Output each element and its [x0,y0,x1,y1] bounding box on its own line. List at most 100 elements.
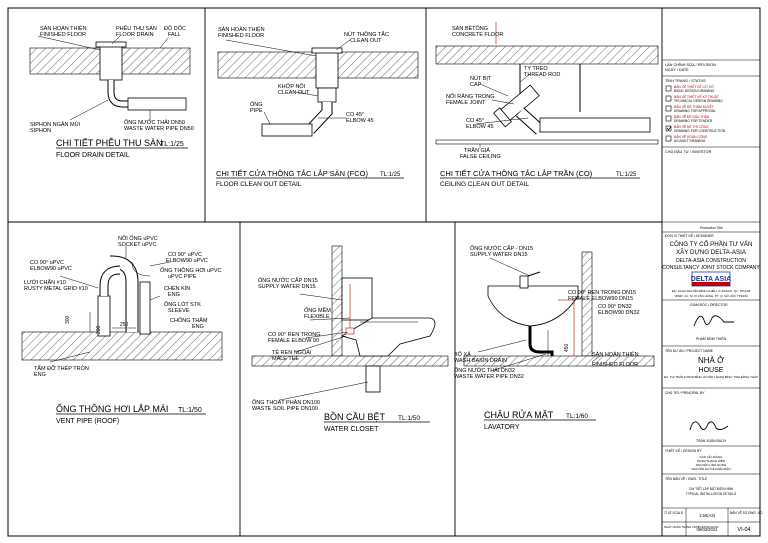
detail-lavatory: 450 ỐNG NƯỚC CẤP - DN15 SUPPLY WATER DN1… [454,245,655,431]
tb-design-label: THIẾT KẾ / DESIGN BY [665,448,702,453]
d5-te-en: MALE TEE [272,356,299,362]
d2-scale: TL:1/25 [380,172,401,178]
d1-waste-en: WASTE WATER PIPE DN50 [124,126,194,132]
d4-round-en: ENG [34,372,46,378]
tb-company-vn-1: CÔNG TY CỔ PHẦN TƯ VẤN [670,241,753,248]
svg-text:DRAWING FOR TENDER: DRAWING FOR TENDER [674,119,713,123]
d3-rod-vn: TY TREO [524,66,548,72]
d6-xa-en: WASH BASIN DRAIN [454,358,507,364]
tb-designer-1: CAO LÊ HOÀNG [700,454,724,459]
tb-revision-label: LẦN CHỈNH SỬA / REVISION [665,62,716,67]
d1-finish-vn: SÀN HOÀN THIỆN [40,24,87,32]
status-row: BẢN VẼ THIẾT KẾ CƠ SỞ BASIC DESIGN DRAWI… [665,84,715,93]
d2-title: CHI TIẾT CỬA THÔNG TẮC LẮP SÀN (FCO) [216,168,368,178]
d3-ceil-en: FALSE CEILING [460,154,501,160]
tb-dwg-no-label: BẢN VẼ SỐ DWG. NO [730,510,763,515]
d5-soil-en: WASTE SOIL PIPE DN100 [252,406,318,412]
d4-co90b-en: ELBOW90 uPVC [166,258,208,264]
d4-vent-vn: ỐNG THÔNG HƠI uPVC [160,267,221,274]
status-row: BẢN VẼ ĐỂ ĐẤU THẦU DRAWING FOR TENDER [665,114,713,123]
d4-grid-vn: LƯỚI CHẮN #10 [24,278,66,286]
d1-siphon-vn: SIPHON NGĂN MÙI [30,121,81,128]
d4-co90b-vn: CO 90° uPVC [168,252,202,258]
d4-eng2-en: ENG [192,324,204,330]
d4-title: ỐNG THÔNG HƠI LẮP MÁI [56,403,168,414]
tb-project-en: HOUSE [699,367,724,374]
d1-title: CHI TIẾT PHỄU THU SÀN [56,137,163,148]
d6-waste-en: WASTE WATER PIPE DN32 [454,374,524,380]
svg-text:BẢN VẼ ĐỂ THẨM DUYỆT: BẢN VẼ ĐỂ THẨM DUYỆT [674,104,714,109]
status-row: BẢN VẼ THIẾT KẾ KỸ THUẬT TECHNICAL DESIG… [665,94,723,103]
tb-sheet-no: VI-04 [737,527,750,533]
d4-dim-c: 200 [96,325,102,334]
d4-dim-b: 250 [120,322,129,328]
d3-rod-en: THREAD ROD [524,72,560,78]
d6-xa-vn: BỘ XẢ [454,351,471,358]
svg-text:BASIC DESIGN DRAWING: BASIC DESIGN DRAWING [674,89,715,93]
d6-waste-vn: ỐNG NƯỚC THẢI DN32 [454,367,515,374]
principal-signature [689,421,729,431]
d1-drain-en: FLOOR DRAIN [116,32,154,38]
svg-text:BẢN VẼ ĐỂ THI CÔNG: BẢN VẼ ĐỂ THI CÔNG [674,124,709,129]
d3-fem-en: FEMALE JOINT [446,100,486,106]
tb-investor-label: CHỦ ĐẦU TƯ / INVESTOR [665,149,712,154]
director-signature [693,315,734,327]
d5-scale: TL:1/50 [398,415,420,422]
detail-floor-clean-out: SÀN HOÀN THIỆN FINISHED FLOOR NÚT THÔNG … [216,25,419,188]
d2-elbow-en: ELBOW 45 [346,118,374,124]
d4-socket-vn: NỐI ỐNG uPVC [118,235,158,242]
tb-company-en-1: DELTA-ASIA CONSTRUCTION [676,258,746,264]
d6-finish-vn: SÀN HOÀN THIỆN [592,350,639,358]
d4-sleeve-vn: ỐNG LÓT STK [164,301,201,308]
d2-elbow-vn: CO 45° [346,112,364,118]
tb-date-done: 09/03/2021 [697,527,719,532]
tb-date-label: NGÀY / DATE [665,68,689,72]
svg-text:BẢN VẼ THIẾT KẾ CƠ SỞ: BẢN VẼ THIẾT KẾ CƠ SỞ [674,84,714,89]
svg-text:BẢN VẼ HOÀN CÔNG: BẢN VẼ HOÀN CÔNG [674,134,708,139]
company-logo: DELTA ASIA [691,271,731,287]
d3-elbow-vn: CO 45° [466,118,484,124]
d3-fem-vn: NỐI RĂNG TRONG [446,93,495,100]
svg-text:TECHNICAL DESIGN DRAWING: TECHNICAL DESIGN DRAWING [674,99,723,103]
d4-round-vn: TẤM ĐỠ THÉP TRÒN [34,365,89,372]
d5-title: BỒN CẦU BỆT [324,411,386,422]
tb-director-name: PHẠM ĐÌNH THIÊN [696,336,727,341]
d6-subtitle: LAVATORY [484,424,520,431]
d6-co90-vn: CO 90° REN TRONG DN15 [568,290,636,296]
d6-co90-en: FEMALE ELBOW90 DN15 [568,296,633,302]
tb-address-2: VPĐD: 14, TẠ VI VĂN HÀNH, P7, Q. GÒ VẤP,… [674,293,748,298]
tb-drawing-title-1: CHI TIẾT LẮP ĐẶT ĐIỂN HÌNH [689,486,734,491]
d4-co90a-en: ELBOW90 uPVC [30,266,72,272]
tb-drawing-title-2: TYPICAL INSTALLATION DETAILS [686,492,736,496]
title-block: LẦN CHỈNH SỬA / REVISION NGÀY / DATE TÌN… [662,59,763,536]
d5-flex-vn: ỐNG MỀM [304,307,331,314]
detail-vent-pipe: 300 250 200 NỐI ỐNG uPVC SOCKET uPVC CO … [21,235,223,425]
d6-finish-en: FINISHED FLOOR [592,362,638,368]
d2-co-vn: NÚT THÔNG TẮC [344,30,389,38]
detail-floor-drain: SÀN HOÀN THIỆN FINISHED FLOOR PHỄU THU S… [29,24,194,159]
d5-te-vn: TÊ REN NGOÀI [272,348,312,356]
d6-dim: 450 [564,343,570,352]
d6-supply-vn: ỐNG NƯỚC CẤP - DN15 [470,245,533,252]
d2-finish-vn: SÀN HOÀN THIỆN [218,25,265,33]
detail-water-closet: ỐNG NƯỚC CẤP DN15 SUPPLY WATER DN15 ỐNG … [251,245,449,433]
d2-co-en: CLEAN OUT [350,38,382,44]
tb-designer-label: ĐƠN VỊ THIẾT KẾ / DESIGNER [665,233,714,238]
d4-co90a-vn: CO 90° uPVC [30,260,64,266]
svg-text:DRAWING FOR APPROVAL: DRAWING FOR APPROVAL [674,109,716,113]
d6-title: CHẬU RỬA MẶT [484,409,554,420]
tb-company-vn-2: XÂY DỰNG DELTA-ASIA [676,249,747,256]
sheet-border [7,7,761,537]
d3-slab-vn: SÀN BÊTÔNG [452,24,488,32]
d3-title: CHI TIẾT CỬA THÔNG TẮC LẮP TRẦN (CO) [440,168,593,178]
svg-text:AS-BUILT DRAWING: AS-BUILT DRAWING [674,139,706,143]
d4-eng1-en: ENG [168,292,180,298]
d1-subtitle: FLOOR DRAIN DETAIL [56,152,130,159]
d2-pipe-en: PIPE [250,108,263,114]
tb-designer-2: PHẠM THẠNH HIỀN [697,458,725,463]
d1-scale: TL:1/25 [160,141,184,148]
d1-slope-vn: ĐỘ DỐC [164,25,186,32]
d4-socket-en: SOCKET uPVC [118,242,156,248]
